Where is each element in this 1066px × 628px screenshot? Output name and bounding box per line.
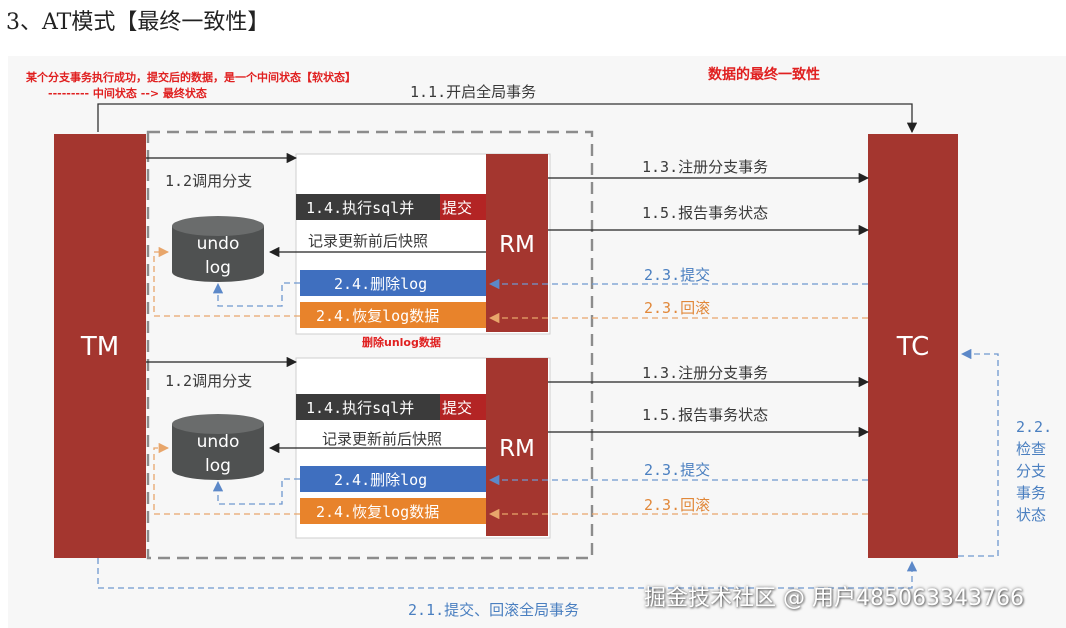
rm-box-1 xyxy=(486,154,548,332)
rollback-label-1: 2.3.回滚 xyxy=(644,299,710,317)
undo-log-cylinder-1: undo log xyxy=(172,216,264,282)
restore-log-label-1: 2.4.恢复log数据 xyxy=(316,307,439,325)
check-branch-label: 2.2. 检查 分支 事务 状态 xyxy=(1016,418,1052,524)
branch-1: RM 1.2调用分支 1.4.执行sql并 提交 undo log 记录更新前后… xyxy=(146,152,870,349)
tm-label: TM xyxy=(80,332,119,362)
restore-log-bar-2 xyxy=(300,498,486,524)
tm-box xyxy=(54,134,146,558)
exec-sql-highlight-1 xyxy=(440,194,486,220)
delete-log-label-2: 2.4.删除log xyxy=(334,471,427,489)
check-branch-loop xyxy=(958,348,999,557)
open-global-arrow xyxy=(97,103,918,134)
call-branch-label-2: 1.2调用分支 xyxy=(165,372,252,390)
report-status-label-2: 1.5.报告事务状态 xyxy=(642,406,768,424)
delete-undo-note: 删除unlog数据 xyxy=(362,335,441,349)
commit-label-1: 2.3.提交 xyxy=(644,266,710,284)
call-branch-label-1: 1.2调用分支 xyxy=(165,172,252,190)
rm-label-2: RM xyxy=(499,436,535,462)
page-title: 3、AT模式【最终一致性】 xyxy=(6,10,270,35)
exec-sql-highlight-2 xyxy=(440,394,486,420)
delete-log-label-1: 2.4.删除log xyxy=(334,275,427,293)
restore-log-label-2: 2.4.恢复log数据 xyxy=(316,503,439,521)
rm-label-1: RM xyxy=(499,232,535,258)
delete-log-bar-2 xyxy=(300,466,486,492)
log-label-1: log xyxy=(205,258,231,278)
tc-box xyxy=(868,134,958,558)
check-label-5: 状态 xyxy=(1016,506,1046,524)
global-commit-rollback-arrow xyxy=(97,558,918,589)
restore-log-bar-1 xyxy=(300,302,486,328)
diagram-canvas: 某个分支事务执行成功，提交后的数据，是一个中间状态【软状态】 ---------… xyxy=(8,56,1066,628)
report-status-label-1: 1.5.报告事务状态 xyxy=(642,204,768,222)
restore-undo-feedback-1 xyxy=(153,246,300,317)
delete-log-bar-1 xyxy=(300,270,486,296)
rm-box-2 xyxy=(486,358,548,536)
delete-undo-feedback-2 xyxy=(212,478,300,505)
exec-sql-commit-label-2: 提交 xyxy=(442,399,472,417)
delete-undo-feedback-1 xyxy=(212,282,300,307)
global-commit-rollback-label: 2.1.提交、回滚全局事务 xyxy=(408,601,579,619)
check-label-4: 事务 xyxy=(1016,484,1046,502)
exec-sql-label-2: 1.4.执行sql并 xyxy=(306,399,414,417)
soft-state-note: 某个分支事务执行成功，提交后的数据，是一个中间状态【软状态】 xyxy=(25,70,356,84)
soft-state-flow-note: --------- 中间状态 --> 最终状态 xyxy=(48,86,207,100)
check-label-3: 分支 xyxy=(1016,462,1046,480)
undo-label-1: undo xyxy=(197,234,240,254)
log-label-2: log xyxy=(205,456,231,476)
register-branch-label-2: 1.3.注册分支事务 xyxy=(642,364,768,382)
check-label-1: 2.2. xyxy=(1016,418,1052,436)
eventual-consistency-note: 数据的最终一致性 xyxy=(708,66,820,83)
record-snapshot-label-2: 记录更新前后快照 xyxy=(322,430,442,448)
branch-group-border xyxy=(146,130,594,560)
exec-sql-label-1: 1.4.执行sql并 xyxy=(306,199,414,217)
record-snapshot-label-1: 记录更新前后快照 xyxy=(308,232,428,250)
restore-undo-feedback-2 xyxy=(153,442,300,515)
watermark: 掘金技术社区 @ 用户485063343766 xyxy=(644,586,1024,611)
commit-label-2: 2.3.提交 xyxy=(644,461,710,479)
branch-2: RM 1.2调用分支 1.4.执行sql并 提交 undo log 记录更新前后… xyxy=(146,356,870,539)
open-global-label: 1.1.开启全局事务 xyxy=(410,83,536,101)
rollback-label-2: 2.3.回滚 xyxy=(644,496,710,514)
tc-label: TC xyxy=(896,332,930,362)
check-label-2: 检查 xyxy=(1016,440,1046,458)
register-branch-label-1: 1.3.注册分支事务 xyxy=(642,158,768,176)
undo-label-2: undo xyxy=(197,432,240,452)
exec-sql-commit-label-1: 提交 xyxy=(442,199,472,217)
diagram-svg: 某个分支事务执行成功，提交后的数据，是一个中间状态【软状态】 ---------… xyxy=(25,66,1052,619)
undo-log-cylinder-2: undo log xyxy=(172,414,264,480)
